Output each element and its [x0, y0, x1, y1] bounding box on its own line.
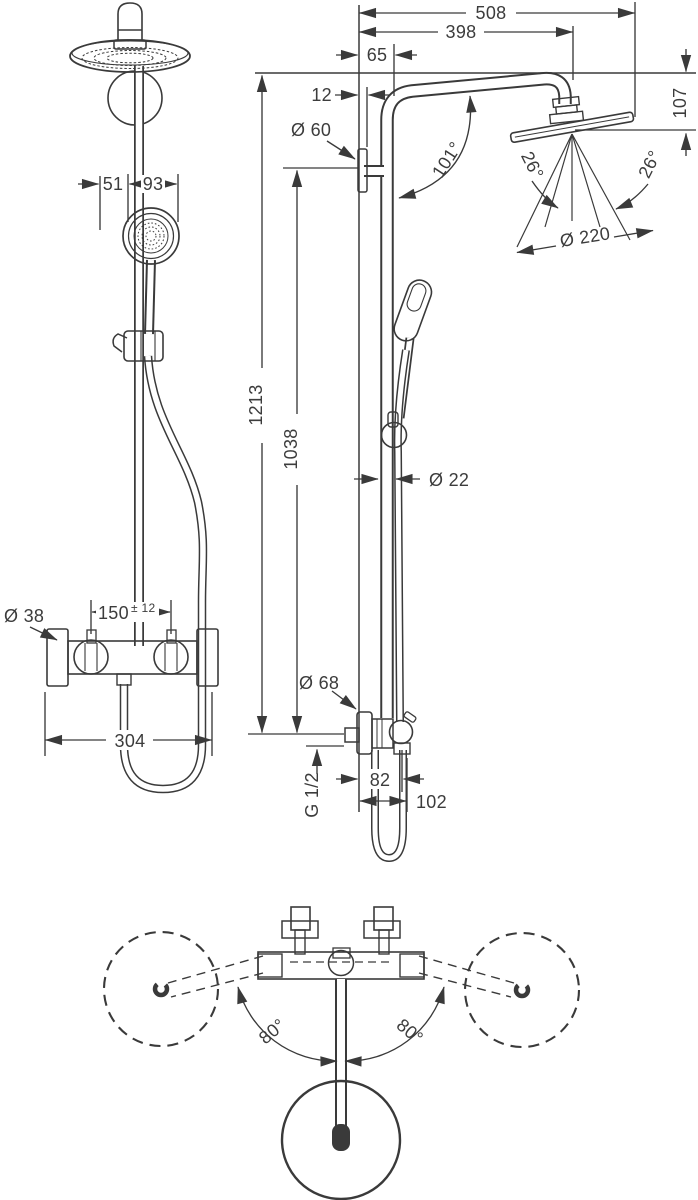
dim-dia220: Ø 220 — [559, 223, 612, 251]
dim-dia22: Ø 22 — [429, 470, 469, 490]
dimensions — [29, 2, 696, 812]
dim-51: 51 — [103, 174, 124, 194]
dim-80deg-right: 80° — [393, 1015, 427, 1048]
dim-80deg-left: 80° — [255, 1015, 289, 1048]
labels: 51 93 Ø 38 150 ± 12 304 508 398 65 12 Ø … — [4, 3, 690, 1048]
top-view — [102, 906, 581, 1200]
dim-150-tolerance: ± 12 — [131, 601, 155, 615]
dim-508: 508 — [476, 3, 507, 23]
dim-304: 304 — [115, 731, 146, 751]
dim-g-half-inch: G 1/2 — [302, 772, 322, 818]
dim-65: 65 — [367, 45, 388, 65]
dim-101deg: 101° — [428, 138, 466, 181]
dim-82: 82 — [370, 770, 391, 790]
dim-dia38: Ø 38 — [4, 606, 44, 626]
dim-26deg-right: 26° — [634, 147, 665, 181]
front-view — [46, 2, 219, 794]
label-backgrounds — [96, 4, 516, 789]
side-view — [255, 5, 696, 863]
dim-102: 102 — [416, 792, 447, 812]
dim-150: 150 — [98, 603, 129, 623]
dim-93: 93 — [143, 174, 164, 194]
dim-107: 107 — [670, 88, 690, 119]
dim-1213: 1213 — [246, 384, 266, 425]
dim-dia68: Ø 68 — [299, 673, 339, 693]
dim-12: 12 — [311, 85, 332, 105]
dim-dia60: Ø 60 — [291, 120, 331, 140]
dim-26deg-left: 26° — [517, 148, 548, 182]
dim-398: 398 — [446, 22, 477, 42]
dim-1038: 1038 — [281, 428, 301, 469]
